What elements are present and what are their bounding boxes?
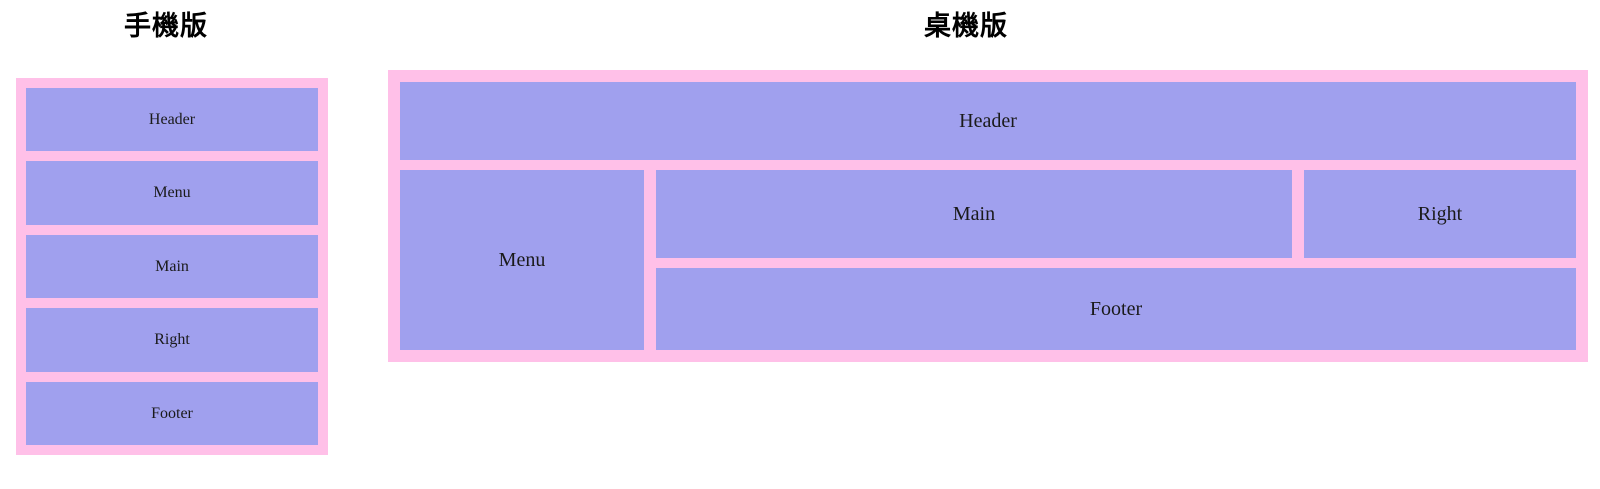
desktop-content-stack: Main Right Footer xyxy=(656,170,1576,350)
desktop-block-menu-label: Menu xyxy=(498,249,546,271)
mobile-block-main[interactable]: Main xyxy=(26,234,318,299)
desktop-block-footer-label: Footer xyxy=(1089,298,1143,320)
mobile-block-footer-label: Footer xyxy=(151,404,193,422)
desktop-block-right-label: Right xyxy=(1417,203,1463,225)
desktop-block-header[interactable]: Header xyxy=(400,82,1576,160)
mobile-block-main-label: Main xyxy=(155,257,189,275)
mobile-block-footer[interactable]: Footer xyxy=(26,381,318,446)
mobile-block-menu-label: Menu xyxy=(153,184,191,202)
desktop-section-title: 桌機版 xyxy=(924,11,1008,41)
mobile-block-header[interactable]: Header xyxy=(26,88,318,152)
desktop-block-header-label: Header xyxy=(959,110,1017,132)
desktop-upper-row: Main Right xyxy=(656,170,1576,258)
mobile-section-title: 手機版 xyxy=(124,11,208,41)
mobile-block-menu[interactable]: Menu xyxy=(26,161,318,225)
mobile-block-right[interactable]: Right xyxy=(26,308,318,372)
desktop-block-menu[interactable]: Menu xyxy=(400,170,644,350)
desktop-block-right[interactable]: Right xyxy=(1304,170,1576,258)
desktop-block-main-label: Main xyxy=(952,203,996,225)
desktop-block-main[interactable]: Main xyxy=(656,170,1292,258)
desktop-layout-wireframe: Header Menu Main Right Footer xyxy=(388,70,1588,362)
mobile-block-right-label: Right xyxy=(154,331,190,349)
desktop-body-region: Menu Main Right Footer xyxy=(400,170,1576,350)
mobile-layout-wireframe: Header Menu Main Right Footer xyxy=(16,78,328,455)
mobile-block-header-label: Header xyxy=(148,110,196,128)
desktop-block-footer[interactable]: Footer xyxy=(656,268,1576,350)
